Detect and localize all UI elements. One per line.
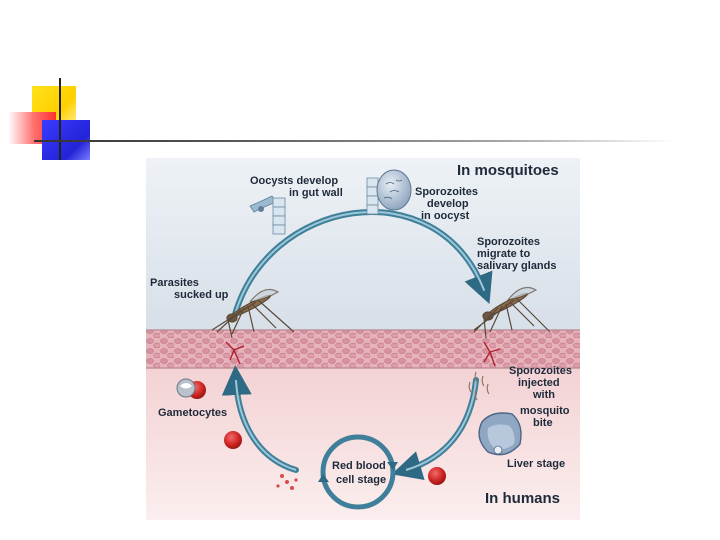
capillary-left xyxy=(225,341,245,365)
label-sporo-inject-line3: with xyxy=(532,389,555,401)
label-liver-stage: Liver stage xyxy=(507,458,565,470)
oocyst-sporozoites-icon xyxy=(366,169,412,215)
label-oocysts-line1: Oocysts develop xyxy=(250,175,338,187)
region-label-mosquitoes: In mosquitoes xyxy=(457,162,559,179)
ornament-vertical-line xyxy=(59,78,61,160)
label-oocysts-line2: in gut wall xyxy=(289,187,343,199)
label-sporo-migrate-line1: Sporozoites xyxy=(477,236,540,248)
gametocyte-icon xyxy=(176,378,196,398)
label-sporo-develop-line2: develop xyxy=(427,198,469,210)
label-sporo-inject-line1: Sporozoites xyxy=(509,365,572,377)
merozoite-fragments xyxy=(276,474,298,490)
title-underline xyxy=(34,140,674,142)
label-sporo-migrate-line3: salivary glands xyxy=(477,260,557,272)
mosquito-left-icon xyxy=(211,289,295,339)
rbc-cycle-loop xyxy=(320,434,396,510)
region-label-humans: In humans xyxy=(485,490,560,507)
skin-layer xyxy=(146,330,580,368)
liver-cell-icon xyxy=(478,412,522,456)
label-sporo-inject-line5: bite xyxy=(533,417,553,429)
rbc-right xyxy=(428,467,446,485)
label-sporo-develop-line1: Sporozoites xyxy=(415,186,478,198)
label-rbc-line1: Red blood xyxy=(332,460,386,472)
label-sporo-develop-line3: in oocyst xyxy=(421,210,470,222)
label-parasites-line2: sucked up xyxy=(174,289,229,301)
label-gametocytes: Gametocytes xyxy=(158,407,227,419)
capillary-right xyxy=(483,341,501,367)
label-sporo-inject-line4: mosquito xyxy=(520,405,570,417)
mosquito-right-icon xyxy=(473,287,551,339)
gut-wall-oocyst-icon xyxy=(249,195,286,235)
malaria-lifecycle-diagram: In mosquitoes In humans Oocysts develop … xyxy=(146,158,580,520)
label-parasites-line1: Parasites xyxy=(150,277,199,289)
label-sporo-migrate-line2: migrate to xyxy=(477,248,530,260)
label-sporo-inject-line2: injected xyxy=(518,377,560,389)
sporozoites-injected-icon xyxy=(468,371,490,401)
rbc-left-mid xyxy=(224,431,242,449)
label-rbc-line2: cell stage xyxy=(336,474,386,486)
